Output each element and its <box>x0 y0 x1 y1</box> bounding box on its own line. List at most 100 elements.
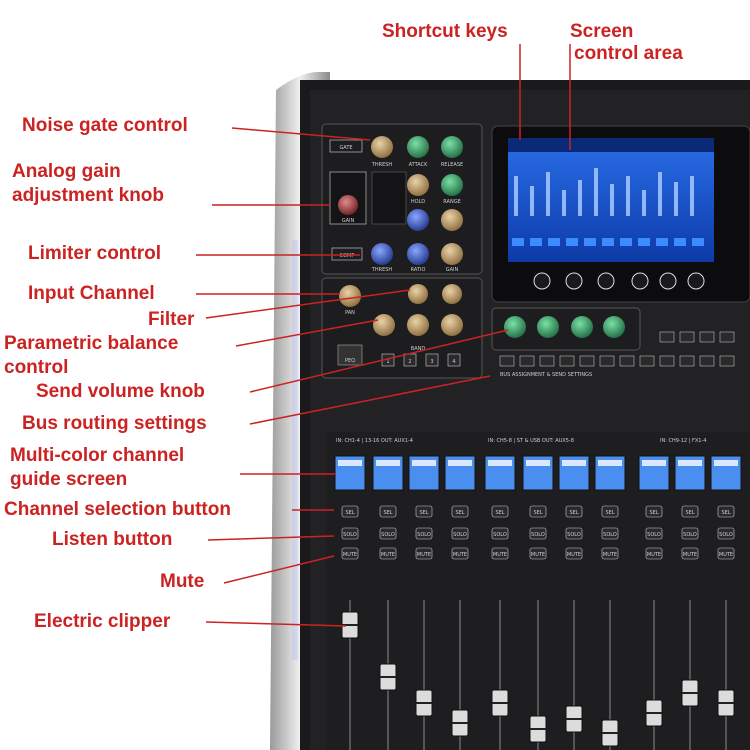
mute-button[interactable] <box>645 547 663 560</box>
solo-text: SOLO <box>453 532 467 538</box>
solo-button[interactable] <box>415 527 433 540</box>
solo-text: SOLO <box>719 532 733 538</box>
sel-button[interactable] <box>681 505 699 518</box>
comp-thresh-knob[interactable] <box>371 243 393 265</box>
gate-label: GATE <box>339 145 352 151</box>
mute-button[interactable] <box>529 547 547 560</box>
gate-knobs[interactable] <box>371 136 463 158</box>
screen-shortcut-keys[interactable] <box>533 272 705 290</box>
sel-button[interactable] <box>717 505 735 518</box>
bus-routing-buttons[interactable] <box>499 331 735 367</box>
solo-button[interactable] <box>379 527 397 540</box>
sel-button[interactable] <box>645 505 663 518</box>
analog-gain-knob[interactable] <box>338 195 358 215</box>
callout-listen: Listen button <box>52 529 173 550</box>
callout-multicolor-1: Multi-color channel <box>10 445 185 466</box>
solo-button[interactable] <box>565 527 583 540</box>
sel-button[interactable] <box>601 505 619 518</box>
send-volume-knobs[interactable] <box>504 316 625 338</box>
mute_btn-text: MUTE <box>647 552 661 558</box>
mute-button[interactable] <box>379 547 397 560</box>
callout-input-channel: Input Channel <box>28 283 155 304</box>
mute_btn-text: MUTE <box>343 552 357 558</box>
solo-button[interactable] <box>491 527 509 540</box>
filter-knob-2[interactable] <box>442 284 462 304</box>
sel-text: SEL <box>419 510 428 516</box>
sel-button[interactable] <box>565 505 583 518</box>
peq-knob-3[interactable] <box>441 314 463 336</box>
callout-parametric-2: control <box>4 357 69 378</box>
mute_btn-text: MUTE <box>719 552 733 558</box>
mute_btn-text: MUTE <box>453 552 467 558</box>
band-2: 2 <box>408 359 411 365</box>
peq-knob-2[interactable] <box>407 314 429 336</box>
mute-button[interactable] <box>601 547 619 560</box>
mute-button[interactable] <box>341 547 359 560</box>
mute-button[interactable] <box>415 547 433 560</box>
mute_btn-text: MUTE <box>493 552 507 558</box>
range-knob[interactable] <box>441 174 463 196</box>
solo-button[interactable] <box>681 527 699 540</box>
hold-label: HOLD <box>411 199 425 205</box>
hold-knob[interactable] <box>407 174 429 196</box>
ratio-label: RATIO <box>411 267 426 273</box>
callout-screen-control-1: Screen <box>570 21 634 42</box>
solo-text: SOLO <box>647 532 661 538</box>
mute-button[interactable] <box>491 547 509 560</box>
sel-button[interactable] <box>379 505 397 518</box>
mute-button[interactable] <box>565 547 583 560</box>
band-3: 3 <box>430 359 433 365</box>
comp-gain-label: GAIN <box>446 267 459 273</box>
solo-text: SOLO <box>531 532 545 538</box>
solo-button[interactable] <box>529 527 547 540</box>
solo-button[interactable] <box>601 527 619 540</box>
solo-button[interactable] <box>717 527 735 540</box>
mute-button[interactable] <box>681 547 699 560</box>
callout-screen-control-2: control area <box>574 43 683 64</box>
callout-limiter: Limiter control <box>28 243 162 264</box>
channel-strip: SEL SOLO MUTE <box>444 455 476 750</box>
solo-text: SOLO <box>381 532 395 538</box>
sel-text: SEL <box>455 510 464 516</box>
solo-button[interactable] <box>341 527 359 540</box>
sel-button[interactable] <box>341 505 359 518</box>
callout-noise-gate: Noise gate control <box>22 115 188 136</box>
solo-button[interactable] <box>645 527 663 540</box>
sel-button[interactable] <box>415 505 433 518</box>
solo-text: SOLO <box>493 532 507 538</box>
callout-mute: Mute <box>160 571 205 592</box>
sel-button[interactable] <box>451 505 469 518</box>
sel-text: SEL <box>383 510 392 516</box>
callout-shortcut-keys: Shortcut keys <box>382 21 508 42</box>
sel-button[interactable] <box>491 505 509 518</box>
mute_btn-text: MUTE <box>603 552 617 558</box>
pan-knob[interactable] <box>339 285 361 307</box>
comp-attack-knob[interactable] <box>407 209 429 231</box>
sel-text: SEL <box>495 510 504 516</box>
section1-label: IN: CH1-4 | 13-16 OUT: AUX1-4 <box>336 438 413 444</box>
band-4: 4 <box>452 359 455 365</box>
peq-knob-1[interactable] <box>373 314 395 336</box>
filter-knob-1[interactable] <box>408 284 428 304</box>
solo-button[interactable] <box>451 527 469 540</box>
mute-button[interactable] <box>717 547 735 560</box>
solo-text: SOLO <box>417 532 431 538</box>
callout-analog-gain-2: adjustment knob <box>12 185 165 206</box>
sel-button[interactable] <box>529 505 547 518</box>
callout-multicolor-2: guide screen <box>10 469 128 490</box>
bus-text: BUS ASSIGNMENT & SEND SETTINGS <box>500 372 592 378</box>
comp-gain-knob[interactable] <box>441 243 463 265</box>
comp-release-knob[interactable] <box>441 209 463 231</box>
mute-button[interactable] <box>451 547 469 560</box>
comp-ratio-knob[interactable] <box>407 243 429 265</box>
sel-text: SEL <box>685 510 694 516</box>
section2-label: IN: CH5-8 | ST & USB OUT: AUX5-8 <box>488 438 574 444</box>
callout-channel-select: Channel selection button <box>4 499 231 520</box>
solo-text: SOLO <box>343 532 357 538</box>
sel-text: SEL <box>533 510 542 516</box>
